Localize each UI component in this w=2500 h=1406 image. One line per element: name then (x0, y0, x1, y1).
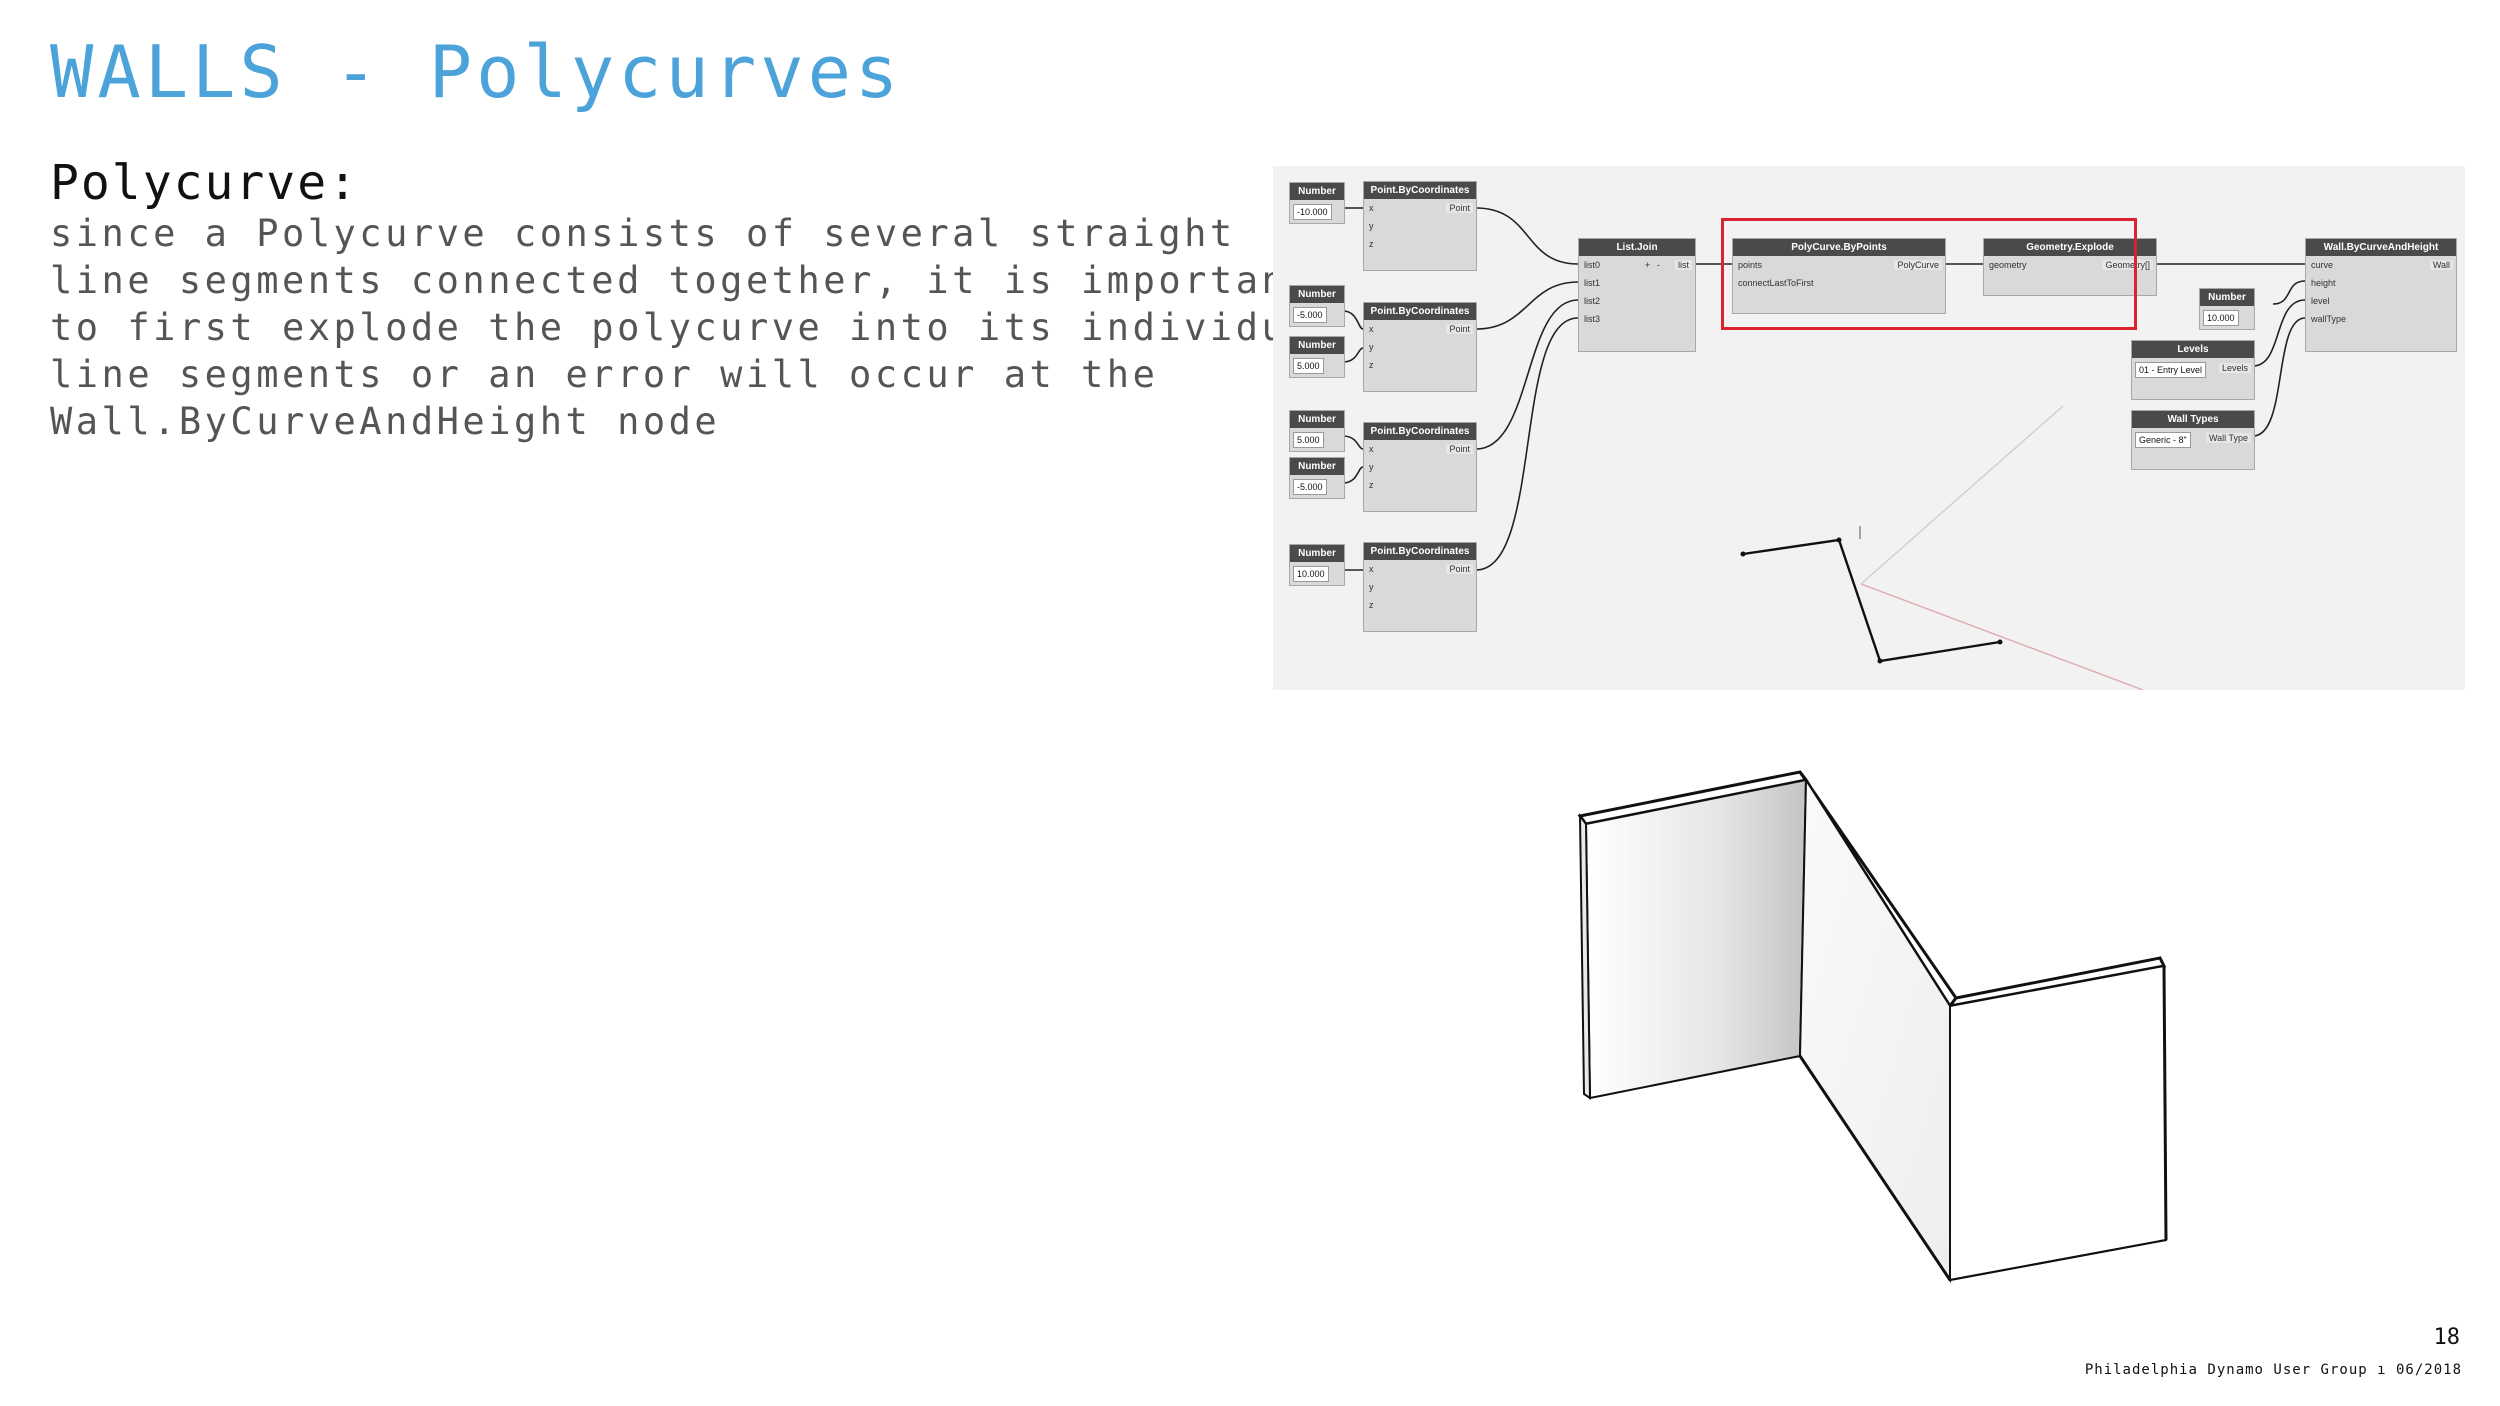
node-title: Number (1290, 545, 1344, 562)
body-line: line segments connected together, it is … (50, 259, 1314, 302)
port-list0[interactable]: list0 (1584, 260, 1601, 270)
port-output[interactable]: Point (1446, 324, 1473, 334)
node-title: Number (1290, 458, 1344, 475)
polycurve-by-points-node[interactable]: PolyCurve.ByPoints points connectLastToF… (1732, 238, 1946, 314)
port-level[interactable]: level (2311, 296, 2330, 306)
number-node[interactable]: Number 5.000 (1289, 410, 1345, 452)
port-output[interactable]: Point (1446, 564, 1473, 574)
port-z[interactable]: z (1369, 480, 1374, 490)
port-output[interactable]: Point (1446, 444, 1473, 454)
node-title: Number (1290, 286, 1344, 303)
point-by-coordinates-node[interactable]: Point.ByCoordinates x y z Point (1363, 422, 1477, 512)
port-curve[interactable]: curve (2311, 260, 2334, 270)
add-input-button[interactable]: + (1645, 260, 1651, 270)
highlight-box (1721, 218, 2137, 330)
point-by-coordinates-node[interactable]: Point.ByCoordinates x y z Point (1363, 181, 1477, 271)
node-title: Point.ByCoordinates (1364, 543, 1476, 560)
geometry-explode-node[interactable]: Geometry.Explode geometry Geometry[] (1983, 238, 2157, 296)
levels-node[interactable]: Levels 01 - Entry Level Levels (2131, 340, 2255, 400)
port-output[interactable]: PolyCurve (1894, 260, 1942, 270)
node-title: Point.ByCoordinates (1364, 303, 1476, 320)
port-x[interactable]: x (1369, 203, 1374, 213)
port-x[interactable]: x (1369, 324, 1374, 334)
wall-by-curve-and-height-node[interactable]: Wall.ByCurveAndHeight curve height level… (2305, 238, 2457, 352)
graph-wires (1342, 207, 2306, 690)
number-node[interactable]: Number 5.000 (1289, 336, 1345, 378)
levels-dropdown[interactable]: 01 - Entry Level (2135, 362, 2207, 378)
port-x[interactable]: x (1369, 564, 1374, 574)
number-value[interactable]: 5.000 (1293, 432, 1324, 448)
port-connect-last-to-first[interactable]: connectLastToFirst (1738, 278, 1814, 288)
port-output[interactable]: Wall (2429, 260, 2453, 270)
port-x[interactable]: x (1369, 444, 1374, 454)
body-paragraph: since a Polycurve consists of several st… (50, 210, 1339, 445)
node-title: Wall.ByCurveAndHeight (2306, 239, 2456, 256)
port-points[interactable]: points (1738, 260, 1763, 270)
wall-3d-view (1577, 770, 2168, 1284)
port-z[interactable]: z (1369, 239, 1374, 249)
port-output[interactable]: Point (1446, 203, 1473, 213)
remove-input-button[interactable]: - (1657, 260, 1660, 270)
port-z[interactable]: z (1369, 360, 1374, 370)
port-list2[interactable]: list2 (1584, 296, 1601, 306)
number-value[interactable]: -5.000 (1293, 307, 1327, 323)
number-value[interactable]: -5.000 (1293, 479, 1327, 495)
number-value[interactable]: 10.000 (1293, 566, 1329, 582)
port-y[interactable]: y (1369, 342, 1374, 352)
point-by-coordinates-node[interactable]: Point.ByCoordinates x y z Point (1363, 542, 1477, 632)
node-title: Levels (2132, 341, 2254, 358)
body-line: Wall.ByCurveAndHeight node (50, 400, 721, 443)
section-heading: Polycurve: (50, 155, 359, 211)
node-title: List.Join (1579, 239, 1695, 256)
list-join-node[interactable]: List.Join list0 list1 list2 list3 + - li… (1578, 238, 1696, 352)
number-node[interactable]: Number 10.000 (2199, 288, 2255, 330)
port-height[interactable]: height (2311, 278, 2336, 288)
node-title: Point.ByCoordinates (1364, 423, 1476, 440)
port-wall-type[interactable]: wallType (2311, 314, 2347, 324)
port-output[interactable]: Wall Type (2205, 433, 2251, 443)
port-list3[interactable]: list3 (1584, 314, 1601, 324)
port-list1[interactable]: list1 (1584, 278, 1601, 288)
node-title: Point.ByCoordinates (1364, 182, 1476, 199)
node-title: PolyCurve.ByPoints (1733, 239, 1945, 256)
node-title: Number (1290, 183, 1344, 200)
port-output[interactable]: Levels (2218, 363, 2251, 373)
port-y[interactable]: y (1369, 462, 1374, 472)
number-node[interactable]: Number -5.000 (1289, 457, 1345, 499)
footer-text: Philadelphia Dynamo User Group ı 06/2018 (2084, 1362, 2462, 1378)
port-y[interactable]: y (1369, 582, 1374, 592)
body-line: line segments or an error will occur at … (50, 353, 1159, 396)
body-line: since a Polycurve consists of several st… (50, 212, 1236, 255)
port-output[interactable]: Geometry[] (2102, 260, 2153, 270)
dynamo-graph-screenshot: Number -10.000 Number -5.000 Number 5.00… (1273, 166, 2465, 690)
wall-types-dropdown[interactable]: Generic - 8" (2135, 432, 2191, 448)
number-node[interactable]: Number -5.000 (1289, 285, 1345, 327)
port-geometry[interactable]: geometry (1989, 260, 2027, 270)
slide-title: WALLS - Polycurves (50, 30, 903, 114)
number-value[interactable]: 10.000 (2203, 310, 2239, 326)
node-title: Number (1290, 337, 1344, 354)
number-value[interactable]: -10.000 (1293, 204, 1332, 220)
wall-types-node[interactable]: Wall Types Generic - 8" Wall Type (2131, 410, 2255, 470)
node-title: Wall Types (2132, 411, 2254, 428)
port-z[interactable]: z (1369, 600, 1374, 610)
node-title: Geometry.Explode (1984, 239, 2156, 256)
node-title: Number (1290, 411, 1344, 428)
port-output[interactable]: list (1675, 260, 1692, 270)
port-y[interactable]: y (1369, 221, 1374, 231)
number-node[interactable]: Number -10.000 (1289, 182, 1345, 224)
page-number: 18 (2433, 1325, 2461, 1350)
point-by-coordinates-node[interactable]: Point.ByCoordinates x y z Point (1363, 302, 1477, 392)
node-title: Number (2200, 289, 2254, 306)
body-line: to first explode the polycurve into its … (50, 306, 1339, 349)
number-node[interactable]: Number 10.000 (1289, 544, 1345, 586)
number-value[interactable]: 5.000 (1293, 358, 1324, 374)
